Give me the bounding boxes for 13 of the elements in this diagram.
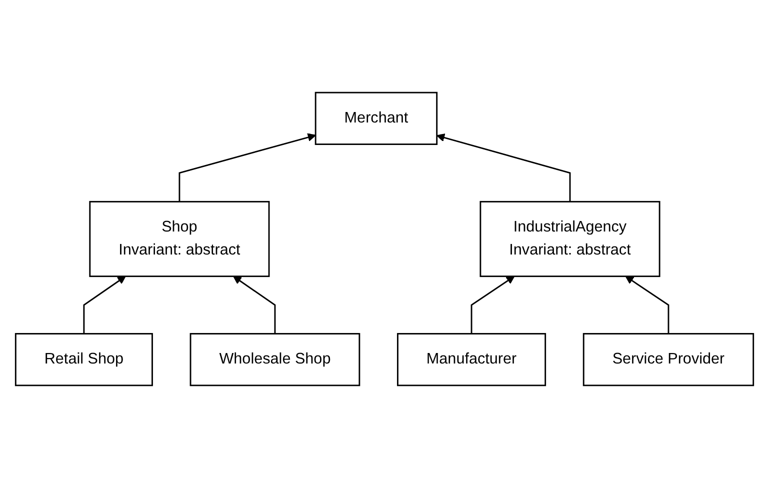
arrow bbox=[470, 276, 515, 334]
node-box: Retail Shop bbox=[14, 333, 153, 386]
node-box: Service Provider bbox=[582, 333, 754, 386]
node-box: Shop Invariant: abstract bbox=[89, 200, 270, 278]
arrow bbox=[625, 276, 670, 334]
node-box: Merchant bbox=[314, 92, 438, 145]
arrow bbox=[436, 134, 571, 202]
arrow bbox=[178, 133, 316, 202]
node-box: IndustrialAgency Invariant: abstract bbox=[480, 200, 660, 278]
arrow bbox=[233, 276, 276, 334]
node-box: Wholesale Shop bbox=[190, 333, 360, 386]
node-box: Manufacturer bbox=[396, 333, 546, 386]
arrow bbox=[83, 276, 126, 334]
